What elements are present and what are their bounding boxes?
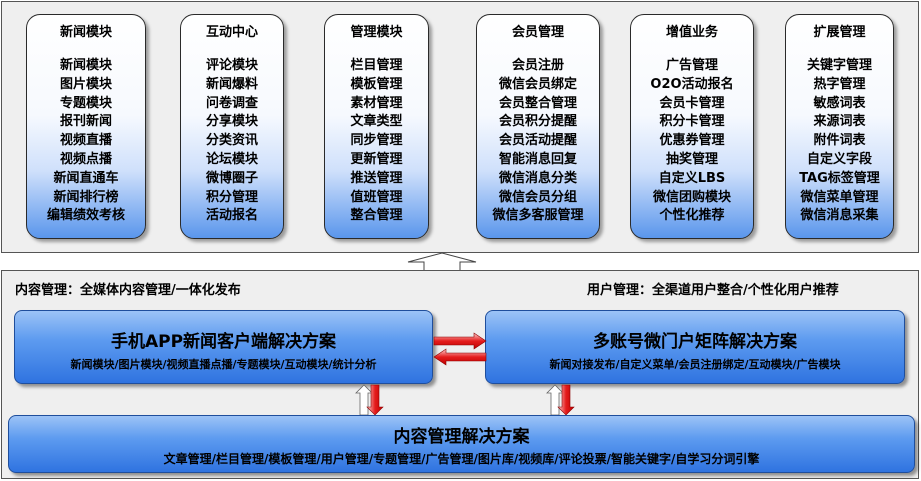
module-title: 互动中心 [205, 25, 258, 40]
module-title: 会员管理 [511, 25, 564, 40]
module-item: 分类资讯 [205, 133, 258, 149]
wechat-solution-box: 多账号微门户矩阵解决方案 新闻对接发布/自定义菜单/会员注册绑定/互动模块/广告… [485, 310, 905, 384]
module-item: 来源词表 [813, 114, 866, 130]
module-title: 新闻模块 [59, 25, 112, 40]
module-item: 广告管理 [665, 58, 718, 73]
module-item: 积分卡管理 [659, 114, 725, 130]
module-item: 抽奖管理 [665, 151, 718, 167]
module-item: 关键字管理 [806, 58, 872, 73]
module-item: 问卷调查 [205, 95, 258, 111]
module-item: 活动报名 [205, 208, 258, 224]
module-item: 微博圈子 [205, 170, 258, 186]
module-title: 扩展管理 [813, 25, 866, 40]
module-item: 自定义LBS [658, 170, 726, 186]
module-management: 管理模块 栏目管理 模板管理 素材管理 文章类型 同步管理 更新管理 推送管理 … [324, 14, 429, 239]
module-item: 模板管理 [350, 76, 403, 92]
module-item: 论坛模块 [205, 151, 258, 167]
module-item: 新闻模块 [59, 58, 112, 73]
module-item: 视频直播 [59, 133, 112, 149]
bidirectional-arrow-icon [433, 332, 487, 366]
module-item: 微信会员绑定 [498, 76, 577, 92]
feature-modules-panel: 新闻模块 新闻模块 图片模块 专题模块 报刊新闻 视频直播 视频点播 新闻直通车… [1, 1, 919, 253]
module-item: 微信会员分组 [498, 189, 577, 205]
module-item: 专题模块 [59, 95, 112, 111]
module-extension: 扩展管理 关键字管理 热字管理 敏感词表 来源词表 附件词表 自定义字段 TAG… [785, 14, 894, 239]
module-value-added: 增值业务 广告管理 O2O活动报名 会员卡管理 积分卡管理 优惠券管理 抽奖管理… [630, 14, 754, 239]
module-item: 报刊新闻 [59, 114, 112, 130]
module-item: 智能消息回复 [498, 151, 577, 167]
module-item: 评论模块 [205, 58, 258, 73]
module-item: 视频点播 [59, 151, 112, 167]
cms-solution-box: 内容管理解决方案 文章管理/栏目管理/模板管理/用户管理/专题管理/广告管理/图… [8, 415, 915, 473]
module-item: 会员注册 [511, 58, 564, 73]
module-item: 整合管理 [350, 208, 403, 224]
cms-solution-subtitle: 文章管理/栏目管理/模板管理/用户管理/专题管理/广告管理/图片库/视频库/评论… [163, 452, 760, 466]
module-item: 推送管理 [350, 170, 403, 186]
module-item: 同步管理 [350, 133, 403, 149]
module-item: 编辑绩效考核 [46, 208, 125, 224]
wechat-solution-subtitle: 新闻对接发布/自定义菜单/会员注册绑定/互动模块/广告模块 [549, 358, 841, 371]
module-interaction: 互动中心 评论模块 新闻爆料 问卷调查 分享模块 分类资讯 论坛模块 微博圈子 … [180, 14, 284, 239]
module-item: 更新管理 [350, 151, 403, 167]
module-title: 增值业务 [665, 25, 718, 40]
module-item: 个性化推荐 [659, 208, 725, 224]
module-item: 附件词表 [813, 133, 866, 149]
module-item: O2O活动报名 [650, 76, 734, 92]
app-solution-subtitle: 新闻模块/图片模块/视频直播点播/专题模块/互动模块/统计分析 [70, 358, 377, 371]
module-item: 会员活动提醒 [498, 133, 577, 149]
module-item: 值班管理 [350, 189, 403, 205]
module-item: 自定义字段 [806, 151, 872, 167]
module-item: 敏感词表 [813, 95, 866, 111]
module-item: 微信消息采集 [800, 208, 879, 224]
module-item: 图片模块 [59, 76, 112, 92]
module-item: 文章类型 [350, 114, 403, 130]
module-item: 新闻爆料 [205, 76, 258, 92]
module-item: 微信多客服管理 [492, 208, 584, 224]
user-management-label: 用户管理：全渠道用户整合/个性化用户推荐 [587, 283, 839, 298]
module-item: 新闻排行榜 [53, 189, 119, 205]
module-item: 素材管理 [350, 95, 403, 111]
module-news: 新闻模块 新闻模块 图片模块 专题模块 报刊新闻 视频直播 视频点播 新闻直通车… [26, 14, 146, 239]
module-item: 新闻直通车 [53, 170, 119, 186]
module-item: 热字管理 [813, 76, 866, 92]
module-item: 微信菜单管理 [800, 189, 879, 205]
module-title: 管理模块 [350, 25, 403, 40]
module-item: 优惠券管理 [659, 133, 725, 149]
module-membership: 会员管理 会员注册 微信会员绑定 会员整合管理 会员积分提醒 会员活动提醒 智能… [476, 14, 600, 239]
app-solution-box: 手机APP新闻客户端解决方案 新闻模块/图片模块/视频直播点播/专题模块/互动模… [14, 310, 433, 384]
vertical-arrow-icon [355, 384, 384, 416]
wechat-solution-title: 多账号微门户矩阵解决方案 [593, 332, 797, 352]
module-item: 栏目管理 [350, 58, 403, 73]
module-item: 会员卡管理 [659, 95, 725, 111]
module-item: 分享模块 [205, 114, 258, 130]
cms-solution-title: 内容管理解决方案 [393, 427, 530, 447]
module-item: 会员积分提醒 [498, 114, 577, 130]
module-item: 积分管理 [205, 189, 258, 205]
content-management-label: 内容管理：全媒体内容管理/一体化发布 [15, 283, 241, 298]
module-item: 会员整合管理 [498, 95, 577, 111]
module-item: 微信团购模块 [652, 189, 731, 205]
module-item: 微信消息分类 [498, 170, 577, 186]
module-item: TAG标签管理 [799, 170, 880, 186]
vertical-arrow-icon [546, 384, 575, 416]
app-solution-title: 手机APP新闻客户端解决方案 [110, 332, 337, 352]
